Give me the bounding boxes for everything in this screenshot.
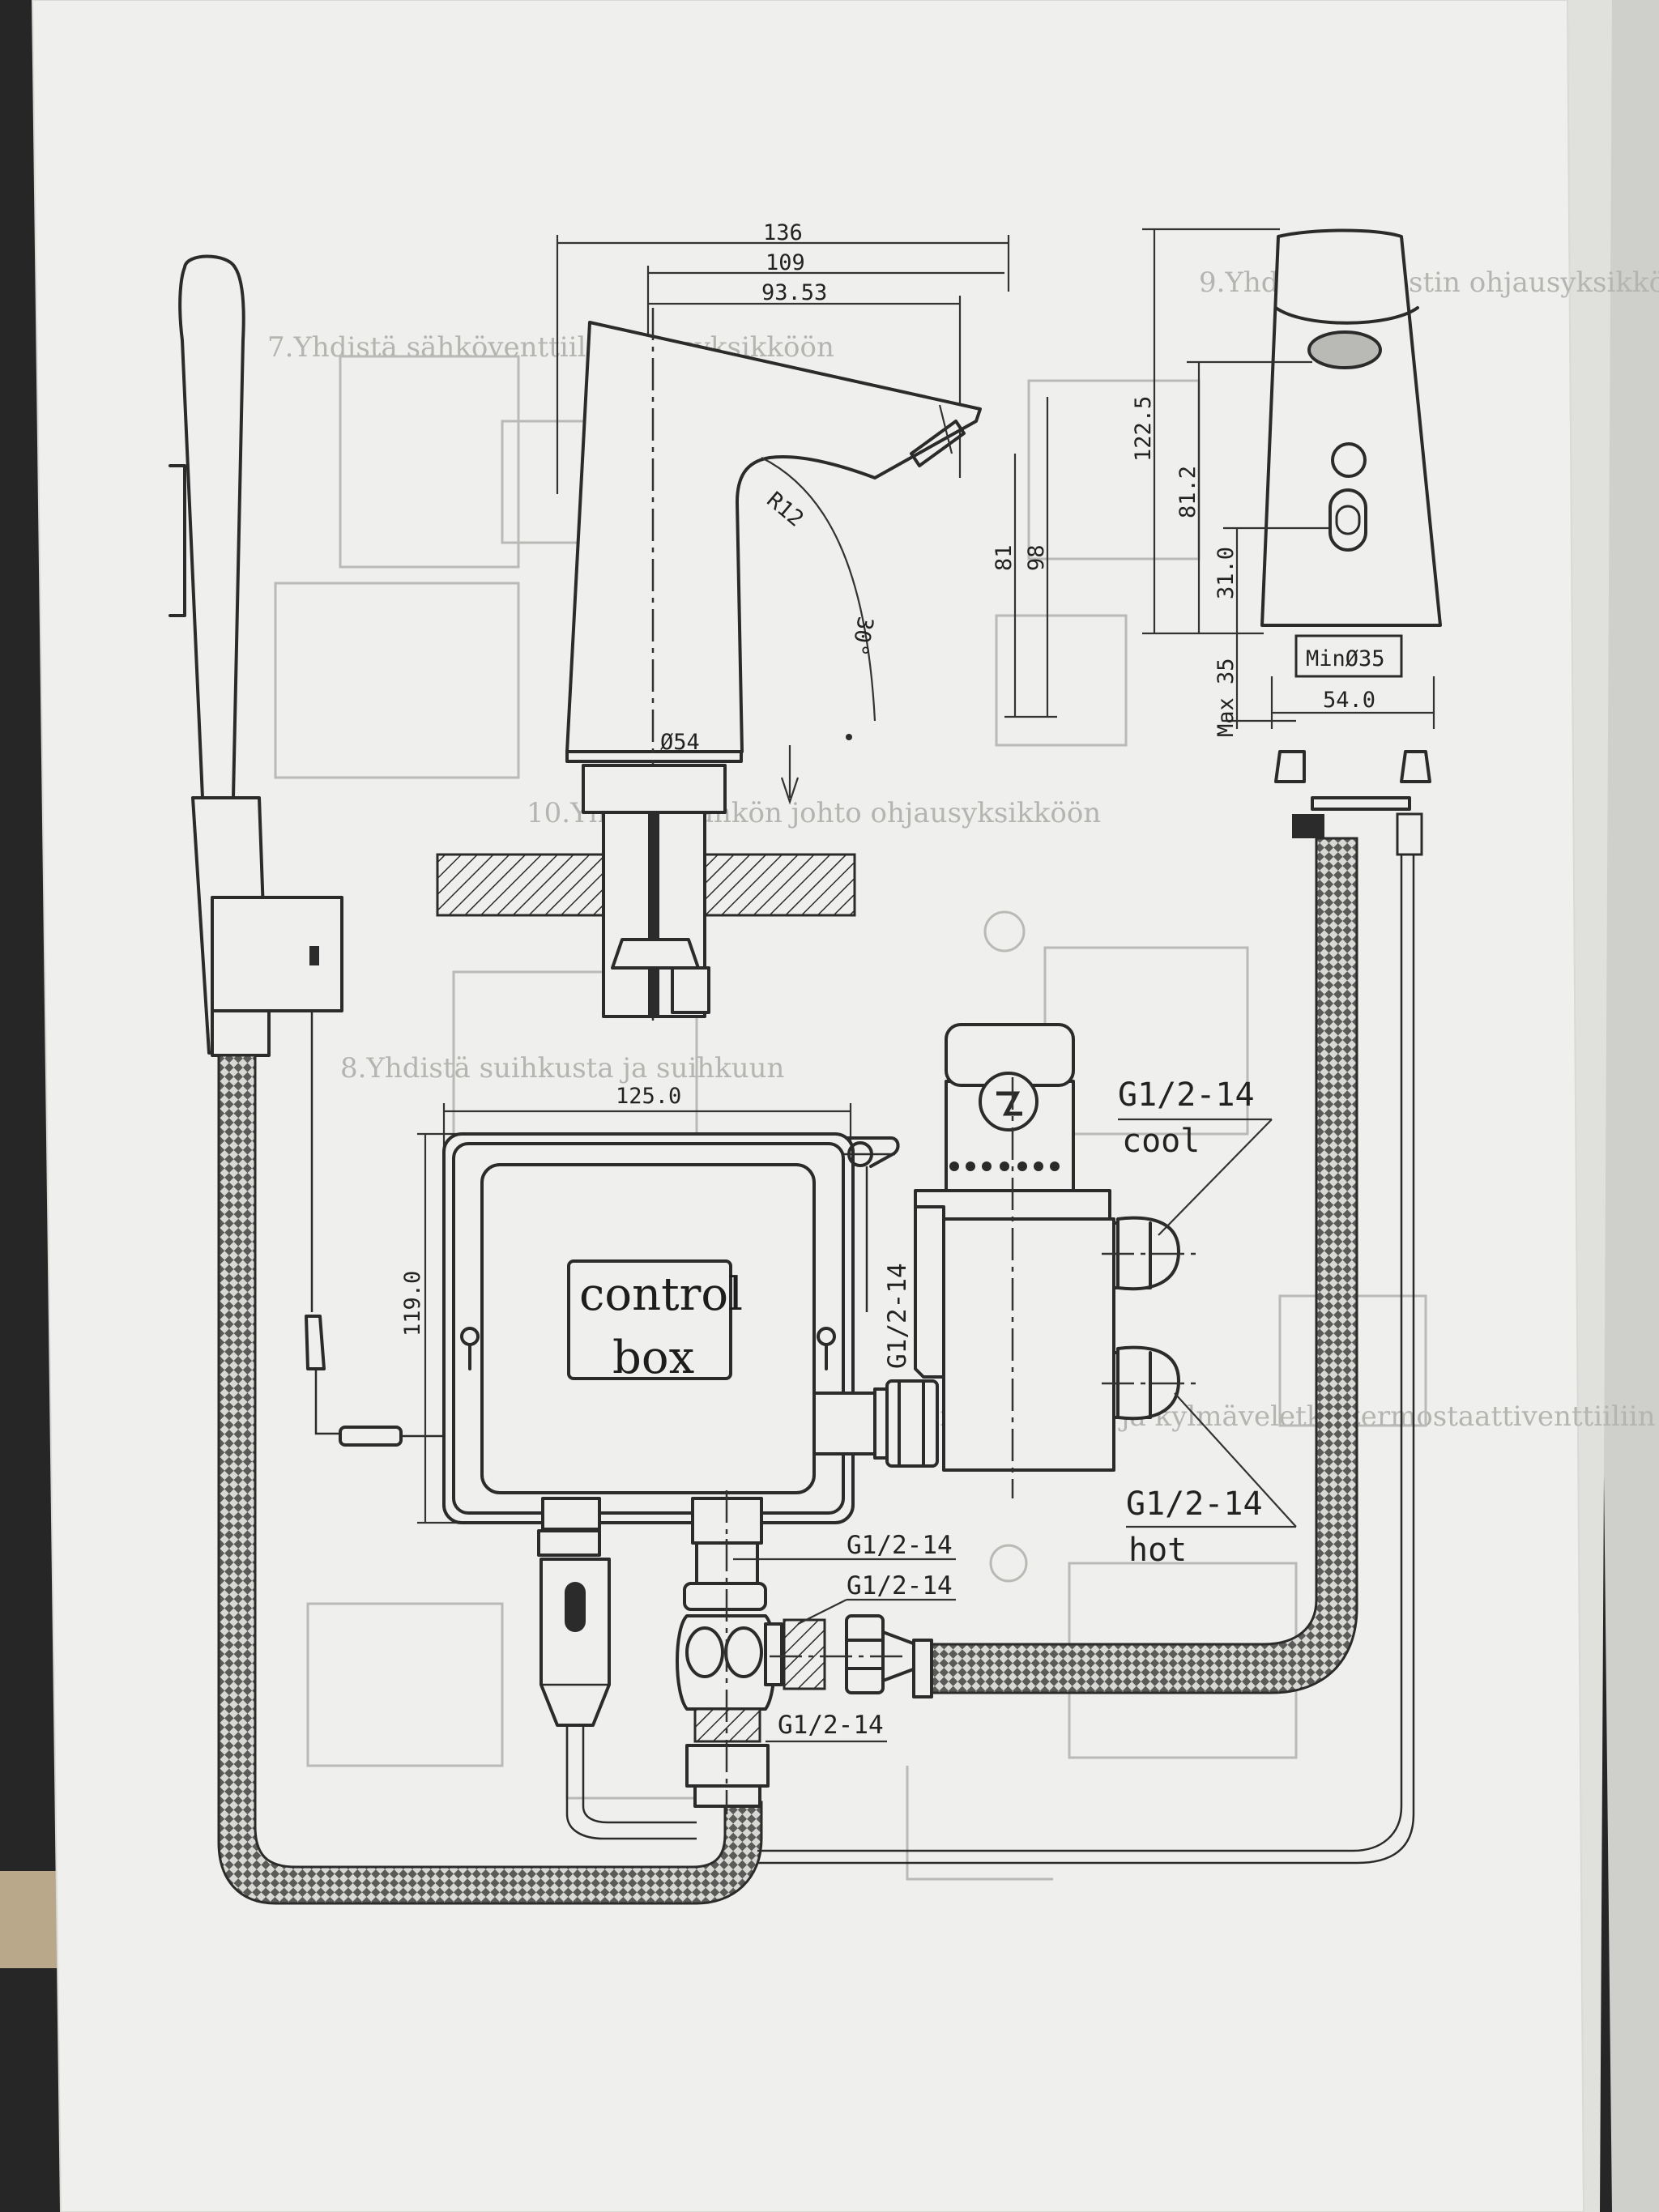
dim-122-5: 122.5 bbox=[1131, 396, 1156, 462]
dim-54-0: 54.0 bbox=[1323, 688, 1375, 713]
valve-body bbox=[942, 1217, 1115, 1472]
solenoid-valve-assembly: G1/2-14 G1/2-14 G1/2-14 bbox=[676, 1531, 956, 1814]
dim-136: 136 bbox=[763, 220, 803, 245]
shower-clip bbox=[168, 464, 186, 617]
control-box-label-frame bbox=[567, 1259, 732, 1380]
label-valve-top-thread: G1/2-14 bbox=[847, 1531, 953, 1560]
valve-indicator-dots bbox=[949, 1161, 1060, 1171]
dim-min-dia35: MinØ35 bbox=[1306, 646, 1385, 671]
dim-81: 81 bbox=[992, 544, 1017, 571]
dim-109: 109 bbox=[766, 250, 805, 275]
control-box-cover bbox=[480, 1163, 816, 1494]
dim-93-53: 93.53 bbox=[761, 280, 827, 305]
wall-bracket bbox=[211, 896, 343, 1012]
sensor-window bbox=[1328, 488, 1367, 552]
fixing-nut bbox=[611, 938, 700, 970]
shower-head bbox=[178, 254, 245, 799]
paper-edge bbox=[31, 0, 1585, 2212]
dim-dia54: Ø54 bbox=[660, 730, 700, 755]
side-body bbox=[1260, 228, 1442, 627]
label-hot-word: hot bbox=[1128, 1532, 1187, 1569]
valve-logo-disc bbox=[979, 1072, 1038, 1132]
faucet-body bbox=[565, 321, 982, 753]
hot-inlet bbox=[1116, 1345, 1180, 1421]
dim-max-35: Max 35 bbox=[1213, 658, 1239, 737]
bleed-text-4: 8.Yhdistä suihkusta ja suihkuun bbox=[340, 1052, 784, 1085]
label-hot-thread: G1/2-14 bbox=[1126, 1485, 1263, 1523]
faucet-front-view: 136 109 93.53 R12 30° 81 98 Ø54 bbox=[436, 220, 1057, 1021]
cable-connector bbox=[305, 1315, 326, 1370]
dim-98: 98 bbox=[1024, 544, 1049, 571]
thread-callouts: G1/2-14 cool G1/2-14 hot bbox=[1118, 1076, 1297, 1569]
faucet-base bbox=[565, 750, 743, 763]
cool-inlet bbox=[1116, 1216, 1180, 1291]
faucet-side-view: 122.5 81.2 31.0 Max 35 MinØ35 54.0 bbox=[1131, 228, 1442, 856]
label-cool-word: cool bbox=[1122, 1123, 1200, 1160]
faucet-hoses bbox=[757, 837, 1415, 1865]
label-box-side-thread: G1/2-14 bbox=[883, 1263, 912, 1369]
control-box-assembly: 125.0 119.0 control box G1/2-14 bbox=[400, 1084, 939, 1588]
braided-hose-right bbox=[928, 837, 1358, 1694]
aerator bbox=[1307, 330, 1382, 369]
label-valve-bottom-thread: G1/2-14 bbox=[778, 1711, 884, 1740]
bleed-text-1: 9.Yhdistä lunnistin ohjausyksikköön bbox=[1199, 266, 1659, 299]
connector-nut bbox=[537, 1529, 601, 1557]
label-valve-right-thread: G1/2-14 bbox=[847, 1571, 953, 1600]
thermostatic-valve bbox=[914, 1023, 1199, 1498]
braided-hose-left bbox=[217, 1054, 763, 1905]
control-box-label-line2: box bbox=[612, 1332, 694, 1384]
label-cool-thread: G1/2-14 bbox=[1118, 1076, 1255, 1114]
control-box-label-line1: control bbox=[579, 1268, 743, 1321]
sensor-dot bbox=[1331, 442, 1367, 478]
power-connector bbox=[537, 1529, 697, 1840]
outlet-nut bbox=[885, 1379, 939, 1468]
hose-nut-right bbox=[845, 1614, 885, 1694]
dim-31-0: 31.0 bbox=[1213, 547, 1239, 599]
fixing-washer bbox=[671, 966, 710, 1014]
dim-119-0: 119.0 bbox=[400, 1271, 425, 1336]
dim-81-2: 81.2 bbox=[1175, 466, 1201, 518]
mounting-nut bbox=[582, 764, 727, 814]
dim-125-0: 125.0 bbox=[616, 1084, 681, 1109]
valve-thread-right bbox=[783, 1618, 826, 1690]
